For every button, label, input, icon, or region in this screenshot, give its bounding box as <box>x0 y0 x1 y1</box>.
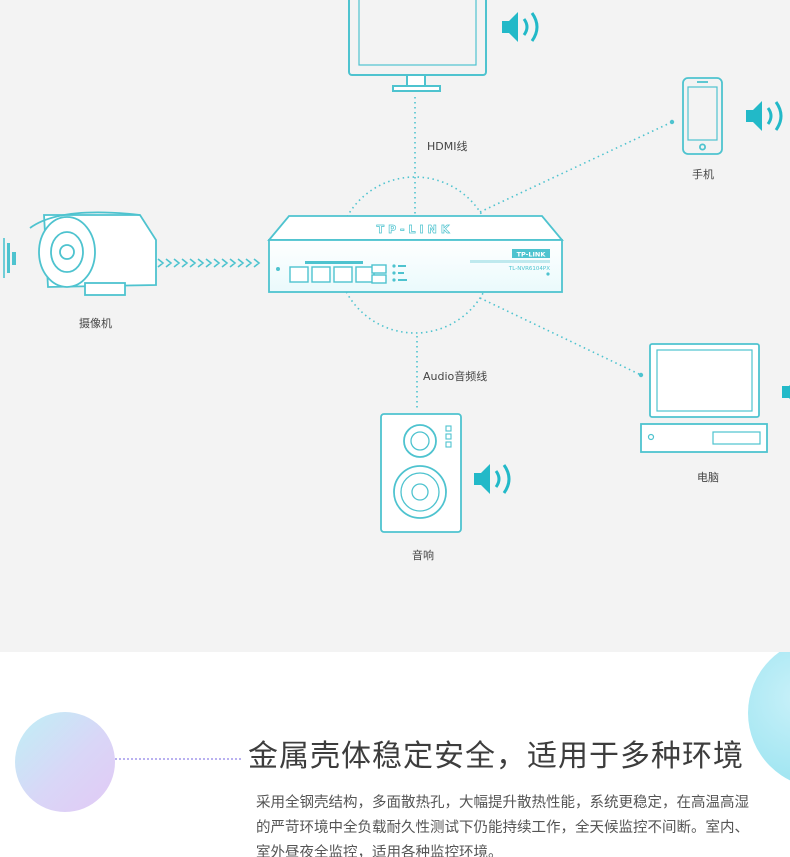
decorative-gradient-circle <box>15 712 115 812</box>
phone-link-dot <box>669 119 675 125</box>
diagram-canvas: TP-LINK TP-LINK TL-NVR6104PX <box>3 0 790 533</box>
computer-link-dot <box>638 372 644 378</box>
sound-wave-icon <box>746 101 783 131</box>
camera-label: 摄像机 <box>76 317 115 331</box>
feature-title: 金属壳体稳定安全，适用于多种环境 <box>248 739 744 774</box>
line-computer <box>479 297 642 376</box>
computer-icon <box>640 343 768 453</box>
camera-signal-icon <box>3 238 16 278</box>
network-diagram: TP-LINK TP-LINK TL-NVR6104PX <box>0 0 790 652</box>
monitor-icon <box>348 0 487 92</box>
decorative-dotted-line <box>115 758 241 760</box>
sound-wave-icon <box>474 464 511 494</box>
camera-data-arrows <box>157 258 261 268</box>
computer-label: 电脑 <box>694 471 722 485</box>
decorative-circle <box>748 652 790 788</box>
camera-icon <box>29 211 157 296</box>
sound-wave-icon <box>502 12 539 42</box>
phone-icon <box>682 77 723 155</box>
nvr-badge-text: TP-LINK <box>517 251 547 259</box>
feature-section: 金属壳体稳定安全，适用于多种环境 采用全钢壳结构，多面散热孔，大幅提升散热性能，… <box>0 652 790 857</box>
hdmi-cable-label: HDMI线 <box>424 140 471 154</box>
phone-label: 手机 <box>689 168 717 182</box>
speaker-label: 音响 <box>409 549 437 563</box>
audio-cable-label: Audio音频线 <box>420 370 491 384</box>
nvr-brand-text: TP-LINK <box>377 223 454 236</box>
sound-wave-icon <box>782 385 790 399</box>
nvr-model-text: TL-NVR6104PX <box>508 266 550 272</box>
feature-description: 采用全钢壳结构，多面散热孔，大幅提升散热性能，系统更稳定，在高温高湿的严苛环境中… <box>256 795 749 857</box>
line-phone <box>479 121 673 213</box>
nvr-icon <box>267 215 564 293</box>
connection-lines <box>414 97 673 410</box>
speaker-icon <box>380 413 462 533</box>
